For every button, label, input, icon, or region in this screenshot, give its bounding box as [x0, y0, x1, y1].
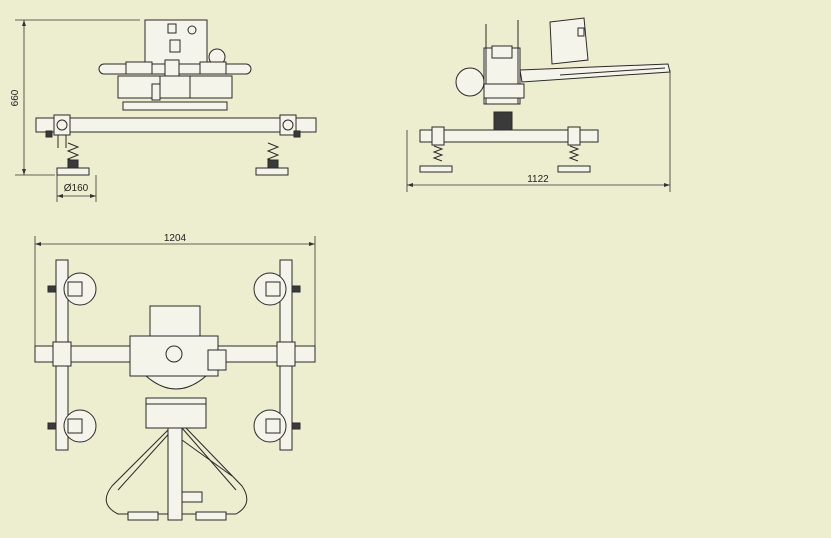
indicator-icon: [187, 25, 197, 35]
side-length-dimension: 1122: [527, 174, 549, 185]
suction-cup-bottom-left: [47, 409, 97, 443]
right-suction-cup: [255, 167, 289, 176]
top-view: 1204: [34, 233, 316, 521]
left-suction-cup: [56, 167, 90, 176]
suction-cup-top-left: [47, 272, 97, 306]
suction-cup-bottom-right: [253, 409, 301, 443]
suction-cup-top-right: [253, 272, 301, 306]
side-view: 1122: [406, 17, 671, 192]
side-beam: [419, 129, 599, 143]
side-right-cup: [557, 165, 591, 173]
side-vacuum-box: [549, 17, 589, 65]
gauge-icon: [167, 23, 177, 34]
switch-icon: [169, 39, 181, 53]
top-vacuum-box: [149, 305, 201, 337]
rotation-disc: [144, 375, 208, 390]
cross-beam: [35, 117, 317, 133]
height-dimension: 660: [10, 89, 21, 106]
side-left-cup: [419, 165, 453, 173]
handle-switch-icon: [181, 491, 203, 503]
tilt-box: [145, 397, 207, 429]
front-view: 660: [10, 19, 317, 202]
side-handwheel: [455, 67, 485, 97]
top-width-dimension: 1204: [164, 233, 187, 244]
beam-mount: [493, 111, 513, 131]
cup-diameter-dimension: Ø160: [64, 183, 89, 194]
center-gauge-icon: [165, 345, 183, 363]
center-shaft: [167, 427, 183, 521]
